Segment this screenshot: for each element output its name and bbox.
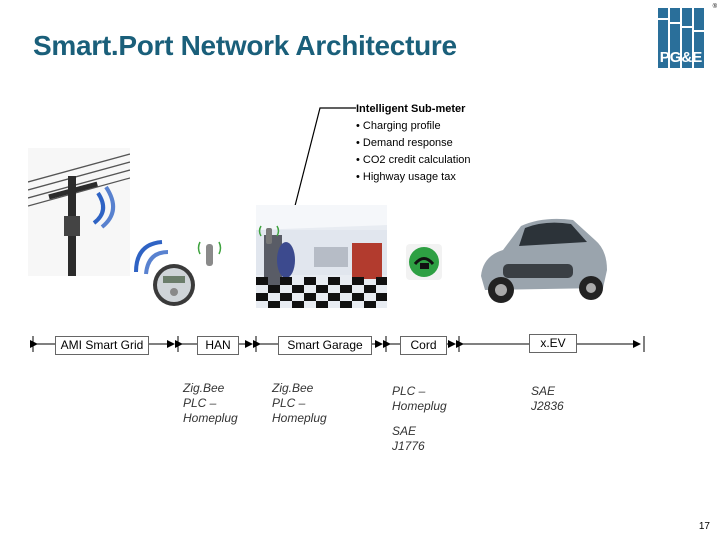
utility-pole-image [28,148,130,276]
callout-leader-line [284,107,356,246]
slide-title: Smart.Port Network Architecture [33,30,457,61]
garage-device-icon [258,225,280,244]
segment-label-xev: x.EV [529,334,577,353]
callout-bullet: • CO2 credit calculation [356,154,471,166]
cord-protocol-plc: PLC – Homeplug [392,384,447,413]
wireless-signal-icon [134,240,169,275]
han-protocols: Zig.Bee PLC – Homeplug [183,381,238,425]
segment-label-han: HAN [197,336,239,355]
garage-protocols: Zig.Bee PLC – Homeplug [272,381,327,425]
han-device-icon [197,241,222,266]
smart-garage-image [256,205,387,308]
page-number: 17 [698,521,710,532]
segment-label-ami: AMI Smart Grid [55,336,149,355]
cord-plug-icon [406,244,442,280]
callout-bullet: • Demand response [356,137,453,149]
callout-bullet: • Highway usage tax [356,171,456,183]
electric-vehicle-image [473,206,613,311]
callout-heading: Intelligent Sub-meter [356,103,466,115]
xev-protocols: SAE J2836 [531,384,564,413]
callout-bullet: • Charging profile [356,120,441,132]
segment-label-cord: Cord [400,336,447,355]
logo-reg-mark: ® [712,4,717,10]
pge-logo: PG&E ® [656,4,717,68]
submeter-callout: Intelligent Sub-meter • Charging profile… [356,101,471,186]
smart-meter-icon [153,264,195,306]
segment-label-garage: Smart Garage [278,336,372,355]
svg-text:PG&E: PG&E [660,49,703,66]
cord-protocol-sae: SAE J1776 [392,424,425,453]
wireless-signal-icon [92,185,115,229]
